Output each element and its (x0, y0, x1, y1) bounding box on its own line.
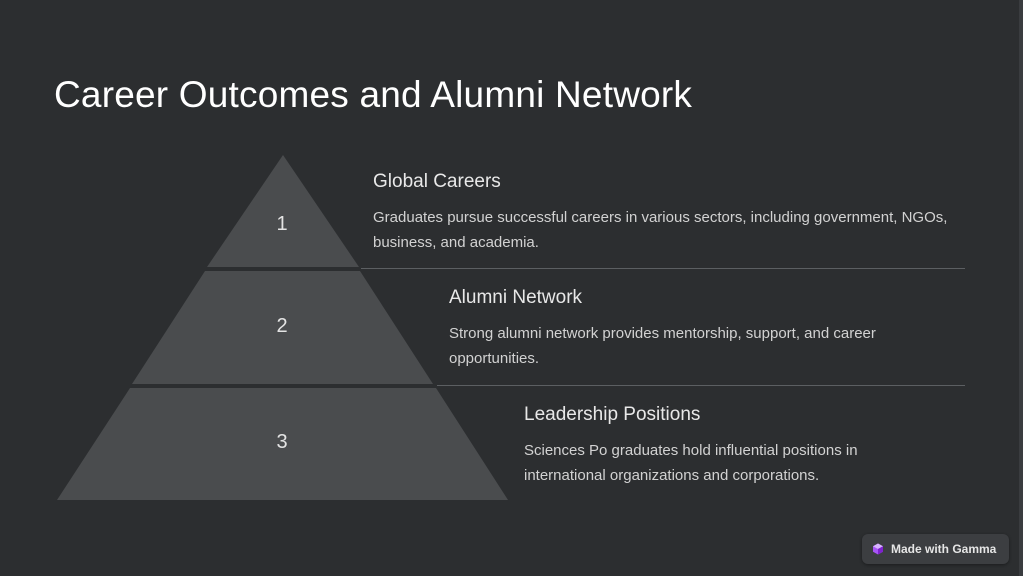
badge-label: Made with Gamma (891, 542, 997, 556)
tier-2-description: Strong alumni network provides mentorshi… (449, 325, 876, 367)
tier-3-heading: Leadership Positions (524, 404, 701, 425)
tier-3-number: 3 (276, 431, 288, 453)
made-with-gamma-badge[interactable]: Made with Gamma (862, 534, 1009, 564)
tier-2-heading: Alumni Network (449, 287, 583, 308)
tier-1-divider (361, 268, 965, 269)
pyramid-tier-1 (207, 155, 359, 267)
tier-3-text-block: Leadership Positions Sciences Po graduat… (524, 404, 924, 488)
gamma-logo-icon (873, 543, 883, 555)
tier-1-description: Graduates pursue successful careers in v… (373, 209, 948, 251)
tier-2-text-block: Alumni Network Strong alumni network pro… (449, 287, 959, 371)
slide-title: Career Outcomes and Alumni Network (54, 74, 693, 115)
pyramid-tier-3 (57, 388, 508, 500)
tier-2-number: 2 (276, 315, 288, 337)
tier-1-number: 1 (276, 213, 288, 235)
pyramid-tier-2 (132, 271, 433, 384)
tier-1-text-block: Global Careers Graduates pursue successf… (373, 171, 963, 255)
tier-2-divider (437, 385, 965, 386)
tier-1-heading: Global Careers (373, 171, 501, 192)
tier-3-description: Sciences Po graduates hold influential p… (524, 442, 858, 484)
right-edge-strip (1019, 0, 1023, 576)
